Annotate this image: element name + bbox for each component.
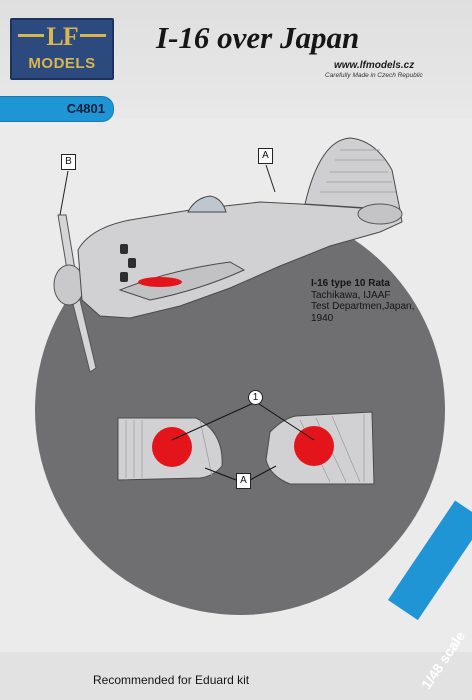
callout-1: 1: [248, 390, 263, 405]
made-in-label: Carefully Made in Czech Republic: [325, 72, 423, 79]
callout-a-bottom: A: [236, 473, 251, 489]
logo-text: MODELS: [28, 55, 96, 72]
logo-right-wing: [80, 34, 106, 37]
lf-models-logo: LF MODELS: [10, 18, 114, 80]
aircraft-info-line3: 1940: [311, 312, 334, 324]
left-hinomaru: [152, 427, 192, 467]
website-link[interactable]: www.lfmodels.cz: [334, 60, 415, 71]
callout-arrows: [171, 401, 315, 481]
logo-mark: LF: [46, 22, 78, 51]
page-title: I-16 over Japan: [156, 20, 360, 55]
wing-hinomaru: [138, 277, 182, 287]
footer-band: [0, 652, 472, 700]
aircraft-type: I-16 type 10 Rata: [311, 278, 390, 289]
exhaust-ports: [120, 244, 136, 282]
aircraft-info-line2: Test Departmen,Japan,: [311, 301, 415, 312]
tail-fin: [304, 137, 401, 211]
tail-ribs: [320, 149, 396, 193]
callout-a-line: [265, 164, 276, 193]
product-code-tab: C4801: [0, 96, 114, 122]
aircraft-info: I-16 type 10 Rata Tachikawa, IJAAF Test …: [311, 278, 414, 324]
tailplane: [357, 203, 403, 225]
product-code: C4801: [66, 101, 105, 116]
right-hinomaru: [294, 426, 334, 466]
callout-b: B: [61, 154, 76, 170]
callout-a-top: A: [258, 148, 273, 164]
recommended-kit: Recommended for Eduard kit: [93, 673, 250, 687]
aircraft-info-line1: Tachikawa, IJAAF: [311, 289, 391, 301]
logo-left-wing: [18, 34, 44, 37]
callout-b-line: [59, 170, 69, 216]
canopy: [187, 195, 227, 213]
